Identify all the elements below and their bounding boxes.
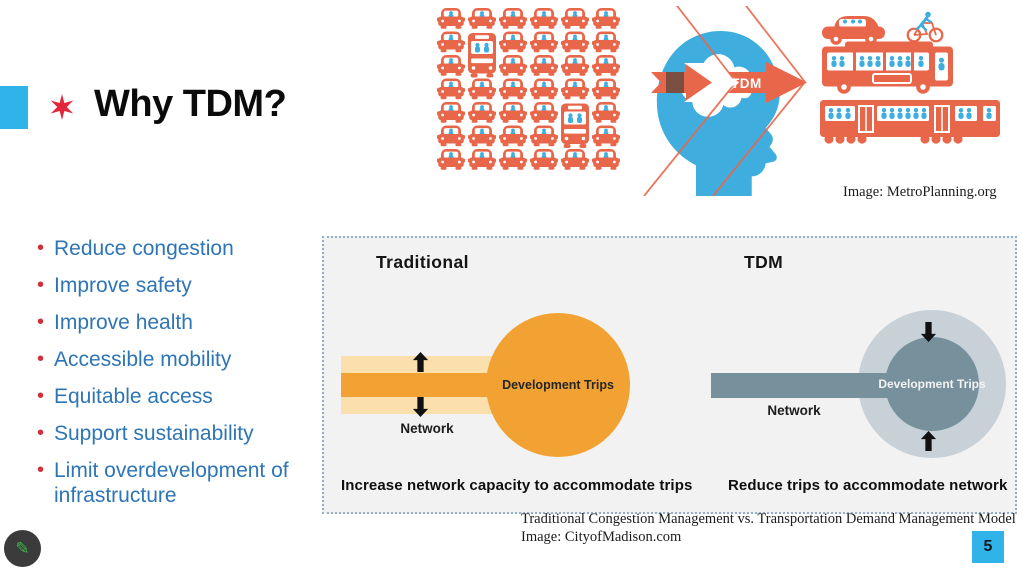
car-icon bbox=[592, 55, 620, 76]
bullet-item: Limit overdevelopment of infrastructure bbox=[37, 458, 299, 508]
car-icon bbox=[530, 125, 558, 147]
car-icon bbox=[592, 149, 620, 170]
car-icon bbox=[468, 102, 496, 123]
bottom-caption-title: Traditional Congestion Management vs. Tr… bbox=[521, 511, 1016, 527]
car-icon bbox=[499, 55, 527, 76]
car-icon bbox=[499, 149, 527, 170]
chevron-lines bbox=[643, 6, 806, 196]
bullet-item: Improve safety bbox=[37, 273, 299, 298]
tdm-heading: TDM bbox=[744, 252, 784, 272]
chicago-star-icon bbox=[50, 94, 74, 120]
car-icon bbox=[437, 31, 465, 53]
car-icon bbox=[561, 78, 589, 100]
car-icon bbox=[530, 78, 558, 100]
bus-icon bbox=[561, 103, 589, 148]
page-title: Why TDM? bbox=[94, 83, 287, 125]
bullet-list: Reduce congestion Improve safety Improve… bbox=[37, 236, 299, 520]
edit-button[interactable]: ✎ bbox=[4, 530, 41, 567]
car-icon bbox=[437, 125, 465, 147]
expand-down-arrow-icon bbox=[412, 397, 429, 417]
car-icon bbox=[499, 125, 527, 147]
comparison-diagram: Traditional TDM Development Trips Networ… bbox=[322, 236, 1017, 514]
accent-square bbox=[0, 86, 28, 129]
car-icon bbox=[499, 102, 527, 123]
car-side-icon bbox=[822, 16, 885, 45]
pencil-icon: ✎ bbox=[15, 538, 30, 558]
tdm-arrow-label: TDM bbox=[731, 76, 762, 91]
car-icon bbox=[561, 8, 589, 29]
car-icon bbox=[592, 102, 620, 123]
bus-side-icon bbox=[822, 41, 953, 94]
car-icon bbox=[437, 55, 465, 76]
development-trips-label: Development Trips bbox=[878, 377, 986, 391]
image-credit-top: Image: MetroPlanning.org bbox=[843, 184, 997, 200]
car-icon bbox=[499, 8, 527, 29]
reduce-down-arrow-icon bbox=[920, 322, 937, 342]
bullet-item: Support sustainability bbox=[37, 421, 299, 446]
car-icon bbox=[592, 31, 620, 53]
traffic-grid bbox=[437, 8, 620, 170]
cyclist-icon bbox=[906, 11, 944, 43]
network-label-tdm: Network bbox=[767, 403, 821, 418]
development-trips-circle-traditional: Development Trips bbox=[486, 313, 630, 457]
car-icon bbox=[468, 125, 496, 147]
car-icon bbox=[437, 78, 465, 100]
car-icon bbox=[561, 149, 589, 170]
bullet-item: Equitable access bbox=[37, 384, 299, 409]
traditional-heading: Traditional bbox=[376, 252, 469, 272]
car-icon bbox=[437, 8, 465, 29]
car-icon bbox=[437, 149, 465, 170]
car-icon bbox=[530, 102, 558, 123]
car-icon bbox=[530, 149, 558, 170]
tdm-caption: Reduce trips to accommodate network bbox=[728, 477, 1008, 494]
car-icon bbox=[499, 31, 527, 53]
car-icon bbox=[530, 55, 558, 76]
network-label-traditional: Network bbox=[400, 421, 454, 436]
bullet-item: Reduce congestion bbox=[37, 236, 299, 261]
car-icon bbox=[530, 31, 558, 53]
train-icon bbox=[820, 100, 1000, 144]
car-icon bbox=[530, 8, 558, 29]
bottom-caption-source: Image: CityofMadison.com bbox=[521, 528, 682, 545]
bottom-caption: Traditional Congestion Management vs. Tr… bbox=[521, 511, 1016, 546]
traditional-caption: Increase network capacity to accommodate… bbox=[341, 477, 693, 494]
page-number-badge: 5 bbox=[972, 531, 1004, 563]
development-trips-label: Development Trips bbox=[502, 378, 614, 392]
car-icon bbox=[468, 149, 496, 170]
car-icon bbox=[592, 125, 620, 147]
development-trips-circle-tdm: Development Trips bbox=[878, 337, 986, 431]
bullet-item: Accessible mobility bbox=[37, 347, 299, 372]
car-icon bbox=[592, 8, 620, 29]
car-icon bbox=[468, 8, 496, 29]
reduce-up-arrow-icon bbox=[920, 431, 937, 451]
car-icon bbox=[437, 102, 465, 123]
bullet-item: Improve health bbox=[37, 310, 299, 335]
expand-up-arrow-icon bbox=[412, 352, 429, 372]
transit-modes-graphic bbox=[820, 11, 1000, 144]
car-icon bbox=[561, 55, 589, 76]
tdm-arrow: TDM bbox=[651, 62, 807, 103]
car-icon bbox=[561, 31, 589, 53]
head-brain-graphic: TDM bbox=[643, 6, 807, 196]
head-silhouette bbox=[656, 31, 780, 196]
car-icon bbox=[468, 78, 496, 100]
car-icon bbox=[499, 78, 527, 100]
car-icon bbox=[592, 78, 620, 100]
bus-icon bbox=[468, 33, 496, 78]
